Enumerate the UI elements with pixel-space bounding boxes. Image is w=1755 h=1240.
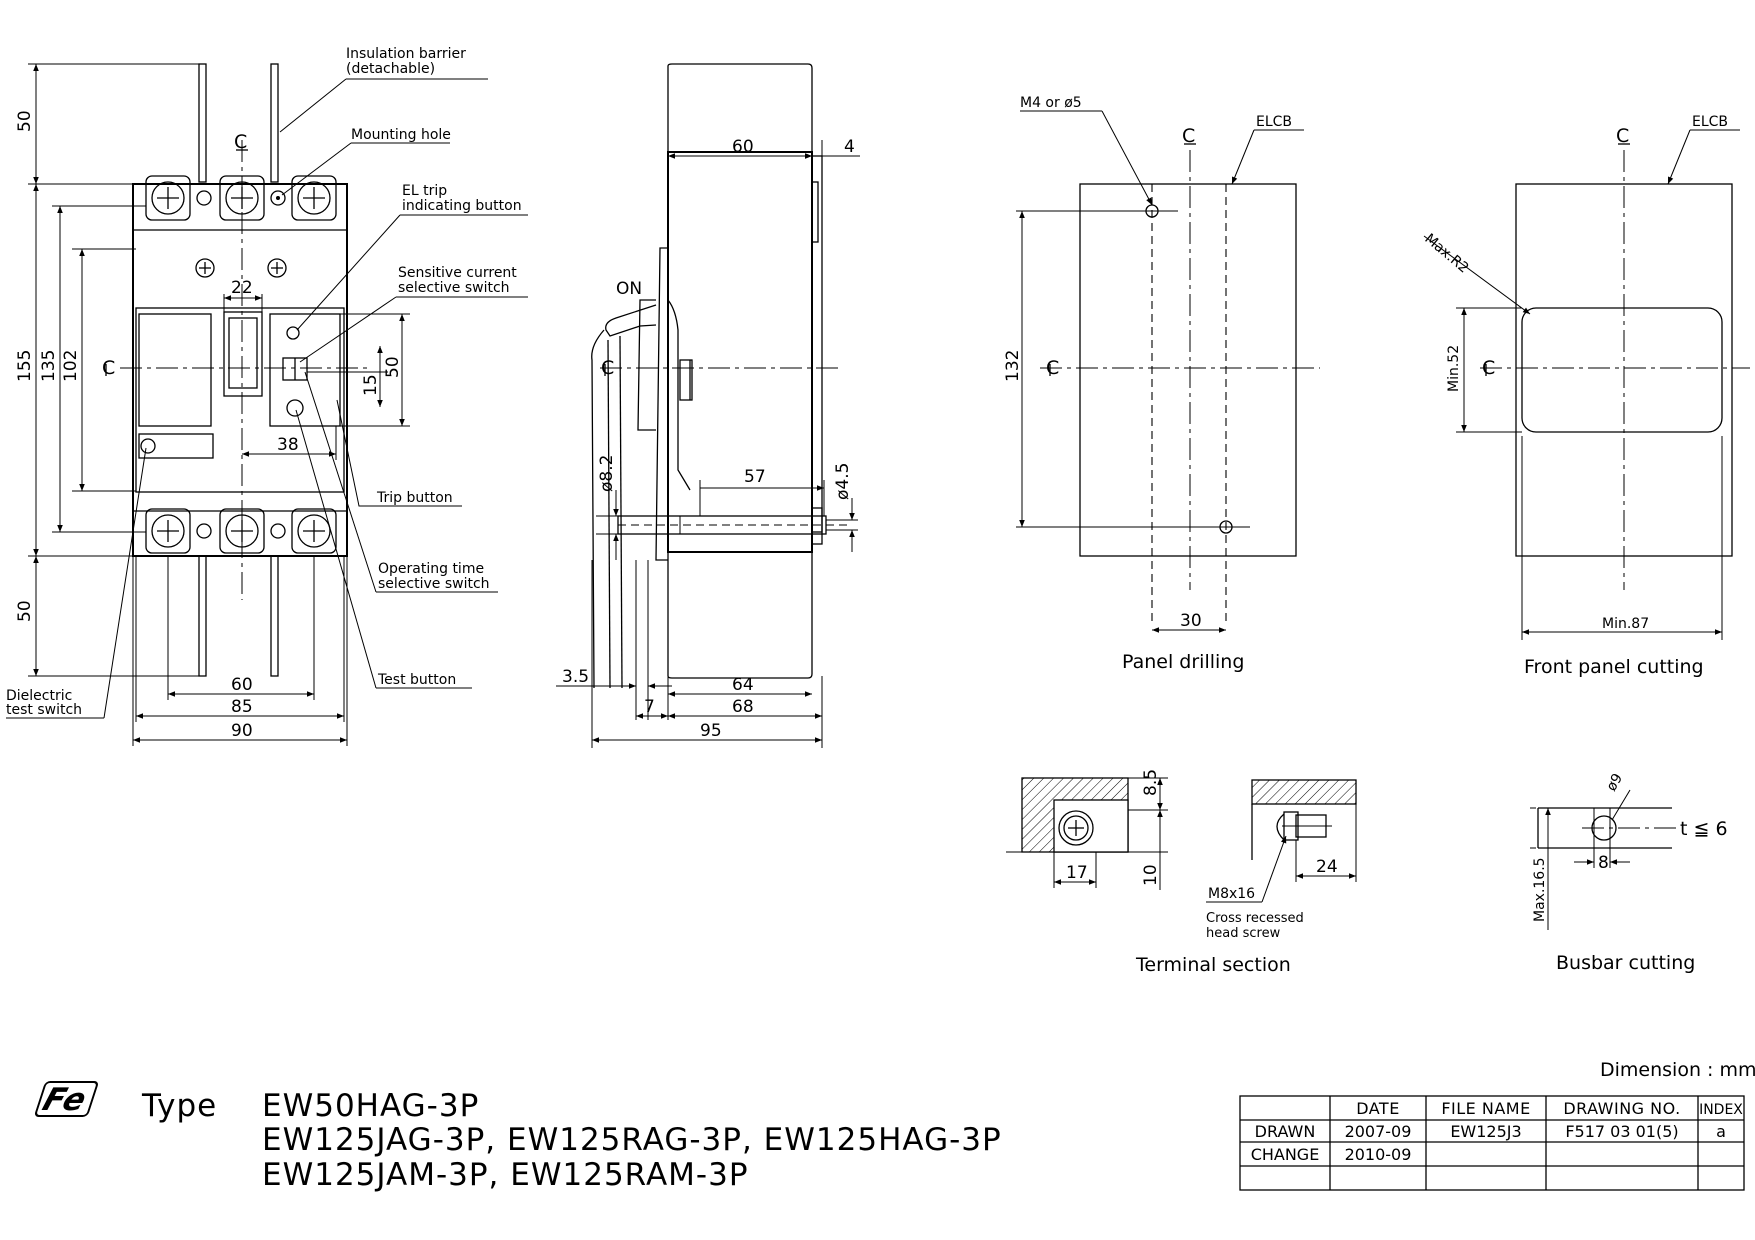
title-cell-date: 2007-09 [1345,1122,1412,1141]
callout-sensitive-switch-2: selective switch [398,280,510,296]
dim-overall-height: 155 [15,350,35,382]
fe-logo: Fe [34,1081,98,1118]
hole-label: M4 or ø5 [1020,95,1082,111]
dim-switch-height: 50 [383,356,403,378]
centerline-mark-side: C [601,357,614,379]
centerline-mark-front-h: C [102,357,115,379]
type-line-2: EW125JAG-3P, EW125RAG-3P, EW125HAG-3P [262,1122,1002,1158]
callout-mounting-hole: Mounting hole [351,127,451,143]
dim-terminal-24: 24 [1316,857,1338,877]
elcb-label-cutting: ELCB [1692,114,1728,130]
front-panel-cutting-view: Min.52 Min.87 Max.R2 ELCB C C Front pane… [1421,114,1750,678]
terminal-screws-top [145,175,337,221]
type-line-1: EW50HAG-3P [262,1088,479,1124]
dim-switch-gap: 15 [361,374,381,396]
caption-busbar-cutting: Busbar cutting [1556,952,1695,974]
callout-insulation-barrier: Insulation barrier [346,46,466,62]
dim-depth-95: 95 [700,721,722,741]
dim-handle-window: 22 [231,278,253,298]
caption-terminal-section: Terminal section [1135,954,1291,976]
on-label: ON [616,279,642,299]
title-cell-label: CHANGE [1251,1145,1320,1164]
title-header-index: INDEX [1699,1102,1743,1118]
dim-mount-horizontal: 60 [231,675,253,695]
callout-dielectric-switch: Dielectric [6,688,72,704]
title-cell-label: DRAWN [1255,1122,1316,1141]
centerline-mark-cutting-h: C [1482,357,1495,379]
caption-front-panel-cutting: Front panel cutting [1524,656,1704,678]
panel-drilling-view: 132 30 M4 or ø5 ELCB C C Panel drilling [1003,95,1320,673]
elcb-label-drilling: ELCB [1256,114,1292,130]
front-view: C C 50 155 50 135 102 22 50 [6,46,528,746]
dim-depth-68: 68 [732,697,754,717]
centerline-mark-cutting-v: C [1616,125,1629,147]
title-header-date: DATE [1356,1099,1400,1118]
dim-front-7: 7 [644,697,655,717]
dim-body-depth-60: 60 [732,137,754,157]
dim-hole-4-5: ø4.5 [833,463,853,500]
busbar-dia-label: ø9 [1604,771,1627,794]
centerline-mark-drilling-v: C [1182,125,1195,147]
title-header-drawing-no: DRAWING NO. [1563,1099,1680,1118]
side-view: ON C 60 4 57 ø8.2 ø4.5 [556,63,860,748]
dimension-unit: Dimension : mm [1600,1059,1755,1081]
dim-terminal-17: 17 [1066,863,1088,883]
dim-panel-132: 132 [1003,350,1023,382]
type-line-3: EW125JAM-3P, EW125RAM-3P [262,1157,749,1193]
title-cell-drawing-no: F517 03 01(5) [1565,1122,1678,1141]
dim-cutting-height: Min.52 [1446,345,1462,392]
dim-width-90: 90 [231,721,253,741]
terminal-section-view: 8.5 10 17 24 M8x16 Cross recessed head s… [1006,769,1357,976]
dim-switch-offset: 38 [277,435,299,455]
busbar-thickness: t ≦ 6 [1680,818,1728,840]
type-label: Type [141,1088,217,1124]
title-header-file-name: FILE NAME [1441,1099,1530,1118]
callout-el-trip-2: indicating button [402,198,522,214]
screw-label: M8x16 [1208,886,1255,902]
dim-busbar-max: Max.16.5 [1532,857,1548,922]
caption-panel-drilling: Panel drilling [1122,651,1244,673]
dim-panel-30: 30 [1180,611,1202,631]
dim-width-85: 85 [231,697,253,717]
callout-insulation-barrier-2: (detachable) [346,61,435,77]
dim-bottom-barrier: 50 [15,600,35,622]
type-block: Fe Type EW50HAG-3P EW125JAG-3P, EW125RAG… [34,1081,1002,1193]
callout-trip-button: Trip button [376,490,453,506]
radius-label: Max.R2 [1421,231,1471,277]
screw-desc-2: head screw [1206,926,1281,941]
callout-dielectric-switch-2: test switch [6,702,82,718]
terminal-screws-bottom [145,508,337,554]
title-block: DATE FILE NAME DRAWING NO. INDEX DRAWN 2007-0… [1239,1095,1745,1191]
callout-test-button: Test button [377,672,456,688]
dim-cutting-width: Min.87 [1602,616,1649,632]
callout-sensitive-switch: Sensitive current [398,265,517,281]
centerline-mark-front-v: C [234,131,247,153]
dim-busbar-8: 8 [1598,853,1609,873]
dim-front-3-5: 3.5 [562,667,589,687]
dim-hole-8-2: ø8.2 [597,455,617,492]
dim-terminal-8-5: 8.5 [1141,769,1161,796]
dim-depth-64: 64 [732,675,754,695]
dim-shaft-57: 57 [744,467,766,487]
callout-operating-switch-2: selective switch [378,576,490,592]
dim-cover-4: 4 [844,137,855,157]
callout-operating-switch: Operating time [378,561,484,577]
title-cell-file-name: EW125J3 [1450,1122,1521,1141]
dim-terminal-pitch: 135 [39,350,59,382]
callout-el-trip: EL trip [402,183,447,199]
dim-top-barrier: 50 [15,110,35,132]
dim-mount-vertical: 102 [61,350,81,382]
screw-desc: Cross recessed [1206,911,1304,926]
title-cell-date: 2010-09 [1345,1145,1412,1164]
centerline-mark-drilling-h: C [1046,357,1059,379]
busbar-cutting-view: 8 Max.16.5 ø9 t ≦ 6 Busbar cutting [1530,771,1728,974]
title-cell-index: a [1716,1122,1726,1141]
dim-terminal-10: 10 [1141,864,1161,886]
